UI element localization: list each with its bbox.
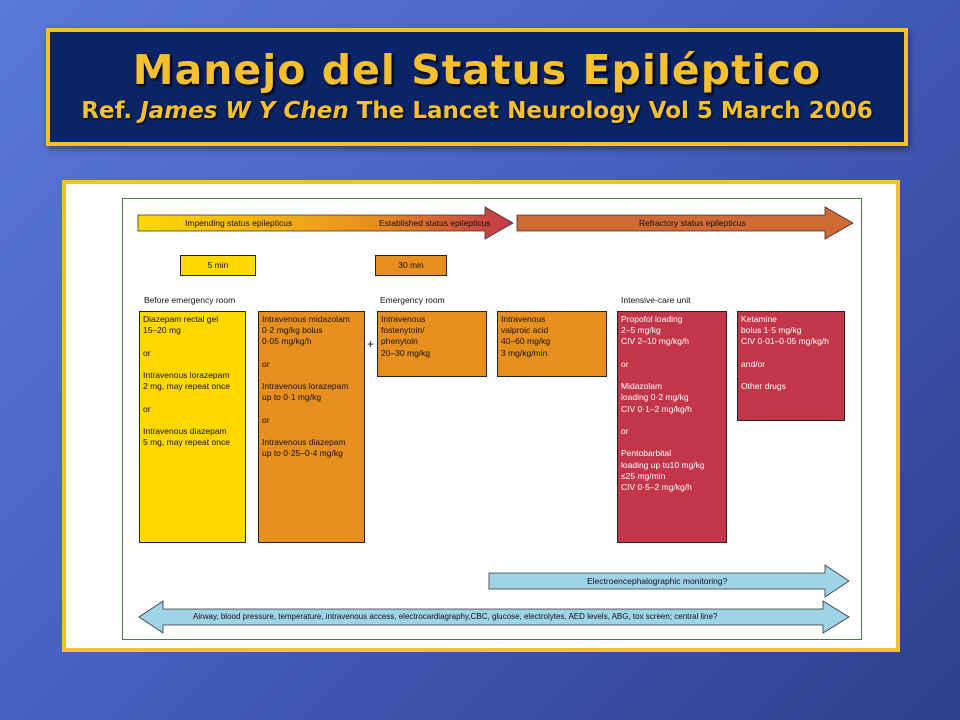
- box-line: 0·2 mg/kg bolus: [262, 325, 323, 336]
- box-line: [741, 348, 841, 359]
- box-line: or: [621, 358, 629, 369]
- box-line: CIV 0·1–2 mg/kg/h: [621, 403, 692, 414]
- box-line: fostenytoin/: [381, 325, 425, 336]
- box-line: Diazepam rectal gel: [143, 314, 219, 324]
- support-arrow: [138, 600, 850, 634]
- box-line: Intravenous midazolam: [262, 314, 350, 324]
- section-before-er: Before emergency room: [144, 295, 236, 305]
- slide-reference: Ref. James W Y Chen The Lancet Neurology…: [50, 98, 904, 124]
- box-line: Intravenous: [381, 314, 426, 324]
- box-line: or: [621, 426, 629, 437]
- box-line: or: [262, 358, 270, 369]
- plus-sign: +: [367, 337, 375, 351]
- box-line: ≤25 mg/min: [621, 470, 666, 481]
- box-line: [621, 348, 723, 359]
- box-line: Ketamine: [741, 314, 777, 324]
- box-line: loading 0·2 mg/kg: [621, 392, 689, 403]
- box-line: CIV 0·01–0·05 mg/kg/h: [741, 336, 829, 347]
- title-banner: Manejo del Status Epiléptico Ref. James …: [46, 28, 908, 146]
- section-icu: Intensive-care unit: [621, 295, 691, 305]
- box-line: 15–20 mg: [143, 325, 181, 336]
- box-line: 2 mg, may repeat once: [143, 381, 230, 392]
- box-line: [262, 370, 361, 381]
- box-line: Other drugs: [741, 381, 786, 392]
- box-line: or: [143, 403, 151, 414]
- figure-frame: Impending status epilepticus Established…: [62, 180, 900, 652]
- box-line: [143, 336, 242, 347]
- stage-arrow-2: [516, 206, 854, 240]
- box-line: phenytoin: [381, 336, 418, 347]
- section-er: Emergency room: [380, 295, 445, 305]
- box-line: 20–30 mg/kg: [381, 347, 431, 358]
- box-line: Intravenous diazepam: [262, 437, 346, 448]
- time-30min: 30 min: [375, 255, 447, 276]
- eeg-arrow: [488, 564, 850, 598]
- box-line: Pentobarbital: [621, 448, 672, 459]
- box-line: Intravenous lorazepam: [262, 381, 349, 392]
- box-line: [621, 415, 723, 426]
- stage-arrow-1: [137, 206, 514, 240]
- ref-source: The Lancet Neurology Vol 5 March 2006: [348, 98, 873, 124]
- box-line: bolus 1·5 mg/kg: [741, 325, 802, 336]
- flowchart: Impending status epilepticus Established…: [122, 198, 862, 640]
- box-line: 5 mg, may repeat once: [143, 437, 230, 448]
- stage-impending-label: Impending status epilepticus: [185, 218, 293, 228]
- box-line: and/or: [741, 358, 766, 369]
- box-line: 40–60 mg/kg: [501, 336, 551, 347]
- ref-author: James W Y Chen: [140, 98, 349, 124]
- box-line: Midazolam: [621, 381, 663, 392]
- box-line: [262, 404, 361, 415]
- box-line: Intravenous: [501, 314, 546, 324]
- eeg-label: Electroencephalographic monitoring?: [587, 576, 728, 586]
- box-line: [741, 370, 841, 381]
- box-line: up to 0·1 mg/kg: [262, 392, 322, 403]
- box-line: 3 mg/kg/min: [501, 347, 548, 358]
- box-line: [621, 370, 723, 381]
- box-line: or: [262, 414, 270, 425]
- time-5min: 5 min: [180, 255, 256, 276]
- support-label: Airway, blood pressure, temperature, int…: [193, 612, 718, 621]
- box-line: 0·05 mg/kg/h: [262, 336, 312, 347]
- box-line: CIV 2–10 mg/kg/h: [621, 336, 690, 347]
- box-line: [262, 426, 361, 437]
- box-line: valproic acid: [501, 325, 549, 336]
- box-line: [621, 437, 723, 448]
- slide-title: Manejo del Status Epiléptico: [132, 46, 822, 94]
- box-line: or: [143, 347, 151, 358]
- box-line: [143, 392, 242, 403]
- box-line: Intravenous lorazepam: [143, 370, 230, 381]
- ref-prefix: Ref.: [81, 98, 141, 124]
- box-line: CIV 0·5–2 mg/kg/h: [621, 482, 692, 493]
- flowchart-arrows: [137, 206, 854, 634]
- box-line: Propofol loading: [621, 314, 683, 324]
- box-line: [143, 415, 242, 426]
- box-line: [262, 348, 361, 359]
- box-line: Intravenous diazepam: [143, 426, 227, 437]
- box-line: up to 0·25–0·4 mg/kg: [262, 448, 343, 459]
- box-line: [143, 359, 242, 370]
- stage-established-label: Established status epilepticus: [379, 218, 491, 228]
- stage-refractory-label: Refractory status epilepticus: [639, 218, 746, 228]
- box-line: 2–5 mg/kg: [621, 325, 661, 336]
- box-line: loading up to10 mg/kg: [621, 459, 705, 470]
